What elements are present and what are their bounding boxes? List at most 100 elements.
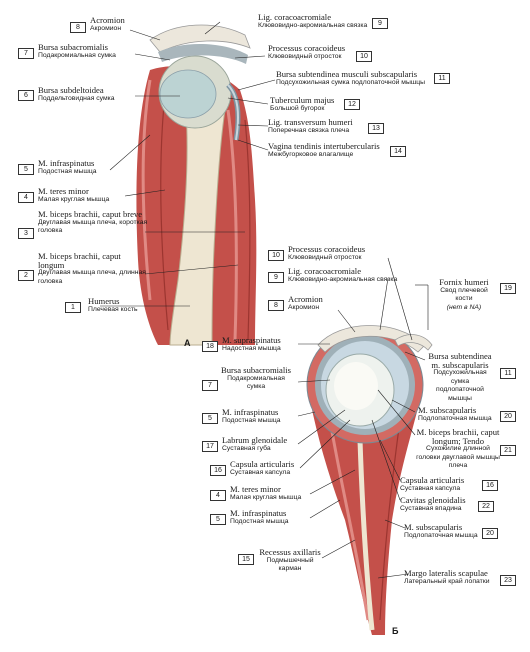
label-lat: M. subscapularis [418, 405, 477, 415]
label-lat: Acromion [288, 294, 323, 304]
acromion-a [149, 24, 251, 53]
figure-b-illustration [306, 325, 433, 635]
num-infraspinatus-b: 5 [202, 413, 218, 424]
label-lat: Acromion [90, 15, 125, 25]
label-lat: M. infraspinatus [222, 407, 279, 417]
label-biceps-longum-a: M. biceps brachii, caput longum Двуглава… [38, 252, 148, 286]
label-infraspinatus-a: M. infraspinatus Подостная мышца [38, 159, 97, 176]
num-margo-b: 23 [500, 575, 516, 586]
humerus-a [169, 99, 226, 346]
label-ru: Подакромиальная сумка [38, 51, 116, 59]
label-ru: Плечевая кость [88, 305, 138, 313]
num-bursa-subacromialis-a: 7 [18, 48, 34, 59]
label-ru: Малая круглая мышца [38, 195, 110, 203]
label-ru: Суставная губа [222, 444, 271, 452]
num-capsula-b-2: 16 [482, 480, 498, 491]
num-processus-coracoideus-a: 10 [356, 51, 372, 62]
num-tuberculum-majus-a: 12 [344, 99, 360, 110]
num-cavitas-b: 22 [478, 501, 494, 512]
num-biceps-longum-a: 2 [18, 270, 34, 281]
label-lat: Lig. coracoacromiale [258, 12, 332, 22]
label-lat: Vagina tendinis intertubercularis [268, 141, 380, 151]
num-lig-transversum-a: 13 [368, 123, 384, 134]
label-labrum-b: Labrum glenoidale Суставная губа [222, 436, 287, 453]
label-ru: Малая круглая мышца [230, 493, 302, 501]
label-note: (нет в NA) [446, 303, 482, 311]
label-ru: Клювовидно-акромиальная связка [288, 275, 398, 283]
label-ru: Поддельтовидная сумка [38, 94, 115, 102]
label-lat: M. teres minor [38, 186, 89, 196]
num-teres-minor-a: 4 [18, 192, 34, 203]
label-ru: Клювовидно-акромиальная связка [258, 21, 368, 29]
label-ru: Подостная мышца [230, 517, 289, 525]
label-lat: Labrum glenoidale [222, 435, 288, 445]
label-lat: Bursa subdeltoidea [38, 85, 104, 95]
label-capsula-b-2: Capsula articularis Суставная капсула [400, 476, 464, 493]
label-ru: Свод плечевой кости [440, 286, 488, 303]
label-ru: Подостная мышца [222, 416, 281, 424]
label-ru: Надостная мышца [222, 344, 281, 352]
label-ru: Подсухожильная сумка подлопаточной мышцы [276, 78, 426, 86]
label-bursa-subdeltoidea-a: Bursa subdeltoidea Поддельтовидная сумка [38, 86, 115, 103]
label-ru: Клювовидный отросток [268, 52, 342, 60]
label-ru: Подсухожильная сумка подлопаточной мышцы [433, 369, 487, 402]
label-lat: Bursa subacromialis [38, 42, 108, 52]
label-lat: M. teres minor [230, 484, 281, 494]
num-processus-coracoideus-b: 10 [268, 250, 284, 261]
label-humerus-a: Humerus Плечевая кость [88, 297, 138, 314]
label-acromion-a: Acromion Акромион [90, 16, 125, 33]
label-lat: Lig. transversum humeri [268, 117, 353, 127]
label-ru: Клювовидный отросток [288, 253, 362, 261]
label-ru: Подмышечный карман [266, 556, 314, 573]
label-processus-coracoideus-a: Processus coracoideus Клювовидный отрост… [268, 44, 345, 61]
label-lat: Processus coracoideus [288, 244, 366, 254]
label-lat: M. infraspinatus [230, 508, 287, 518]
num-capsula-b-1: 16 [210, 465, 226, 476]
label-bursa-subacromialis-b: Bursa subacromialis Подакромиальная сумк… [220, 366, 292, 392]
label-lat: Tuberculum majus [270, 95, 335, 105]
label-ru: Суставная капсула [400, 484, 461, 492]
label-lat: Bursa subtendinea m. subscapularis [428, 351, 492, 370]
label-ru: Латеральный край лопатки [404, 577, 490, 585]
num-acromion-b: 8 [268, 300, 284, 311]
label-teres-minor-a: M. teres minor Малая круглая мышца [38, 187, 109, 204]
label-ru: Большой бугорок [270, 104, 325, 112]
label-subscapularis-b-1: M. subscapularis Подлопаточная мышца [418, 406, 492, 423]
label-subscapularis-b-2: M. subscapularis Подлопаточная мышца [404, 523, 478, 540]
label-ru: Суставная впадина [400, 504, 462, 512]
label-biceps-breve-a: M. biceps brachii, caput breve Двуглавая… [38, 210, 148, 236]
label-lat: Bursa subacromialis [221, 365, 291, 375]
label-ru: Двуглавая мышца плеча, короткая головка [38, 218, 148, 235]
label-lat: Cavitas glenoidalis [400, 495, 466, 505]
num-bursa-subtendinea-a: 11 [434, 73, 450, 84]
label-ru: Подлопаточная мышца [404, 531, 478, 539]
label-processus-coracoideus-b: Processus coracoideus Клювовидный отрост… [288, 245, 365, 262]
num-lig-coracoacromiale-b: 9 [268, 272, 284, 283]
figure-a-leaders [100, 21, 276, 307]
label-lig-transversum-a: Lig. transversum humeri Поперечная связк… [268, 118, 353, 135]
label-ru: Акромион [90, 24, 122, 32]
label-tuberculum-majus-a: Tuberculum majus Большой бугорок [270, 96, 334, 113]
label-recessus-b: Recessus axillaris Подмышечный карман [256, 548, 324, 574]
figure-letter-a: А [184, 338, 191, 348]
label-cavitas-b: Cavitas glenoidalis Суставная впадина [400, 496, 466, 513]
label-acromion-b: Acromion Акромион [288, 295, 323, 312]
label-ru: Подакромиальная сумка [227, 374, 285, 391]
label-vagina-tendinis-a: Vagina tendinis intertubercularis Межбуг… [268, 142, 380, 159]
num-teres-minor-b: 4 [210, 490, 226, 501]
label-infraspinatus-b: M. infraspinatus Подостная мышца [222, 408, 281, 425]
num-biceps-tendo-b: 21 [500, 445, 516, 456]
label-ru: Двуглавая мышца плеча, длинная головка [38, 269, 146, 285]
label-lat: Margo lateralis scapulae [404, 568, 488, 578]
num-acromion-a: 8 [70, 22, 86, 33]
figure-letter-b: Б [392, 626, 399, 636]
label-ru: Сухожилие длинной головки двуглавой мышц… [416, 445, 500, 470]
label-capsula-b-1: Capsula articularis Суставная капсула [230, 460, 294, 477]
label-supraspinatus-b: M. supraspinatus Надостная мышца [222, 336, 281, 353]
acromion-b [317, 325, 426, 353]
label-lat: Capsula articularis [230, 459, 295, 469]
label-bursa-subtendinea-a: Bursa subtendinea musculi subscapularis … [276, 70, 425, 87]
num-supraspinatus-b: 18 [202, 341, 218, 352]
label-lat: Bursa subtendinea musculi subscapularis [276, 69, 418, 79]
num-infraspinatus-a: 5 [18, 164, 34, 175]
